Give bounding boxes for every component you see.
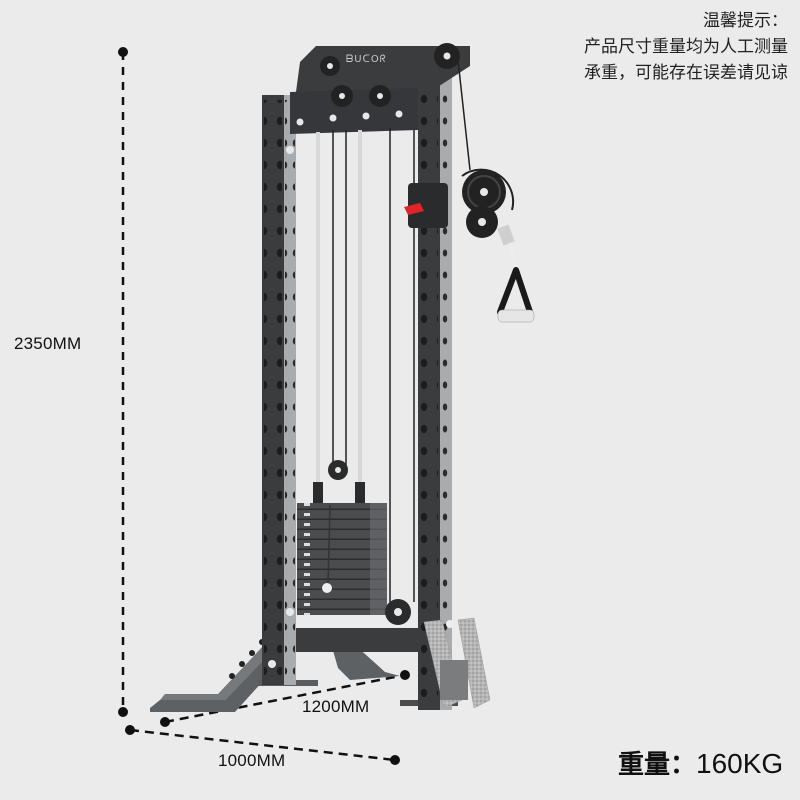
footplates [423, 617, 491, 709]
depth-dimension-line [125, 725, 400, 765]
notice-box: 温馨提示： 产品尺寸重量均为人工测量 承重，可能存在误差请见谅 [584, 8, 788, 86]
weight-value: 160KG [696, 748, 784, 779]
brand-logo: ᗷUᑕOᖇ [346, 54, 387, 65]
notice-title: 温馨提示： [703, 11, 788, 31]
pop-pin-handle [404, 203, 424, 215]
weight-stack [297, 460, 387, 615]
top-plate: ᗷUᑕOᖇ [290, 43, 470, 134]
weight-label: 重量： [618, 750, 697, 780]
notice-line-1: 产品尺寸重量均为人工测量 [584, 37, 788, 57]
lower-pulley [385, 599, 411, 625]
height-label: 2350MM [14, 334, 82, 353]
depth-label: 1000MM [218, 751, 286, 770]
width-label: 1200MM [302, 697, 370, 716]
left-upright [262, 95, 296, 685]
height-dimension-line [118, 47, 128, 717]
guide-rods [316, 59, 471, 602]
d-handle [497, 267, 535, 323]
right-upright [418, 70, 452, 710]
notice-line-2: 承重，可能存在误差请见谅 [584, 63, 788, 83]
width-dimension-line [160, 670, 410, 727]
weight-info: 重量：160KG [618, 744, 783, 781]
cable-carriage [404, 168, 518, 271]
